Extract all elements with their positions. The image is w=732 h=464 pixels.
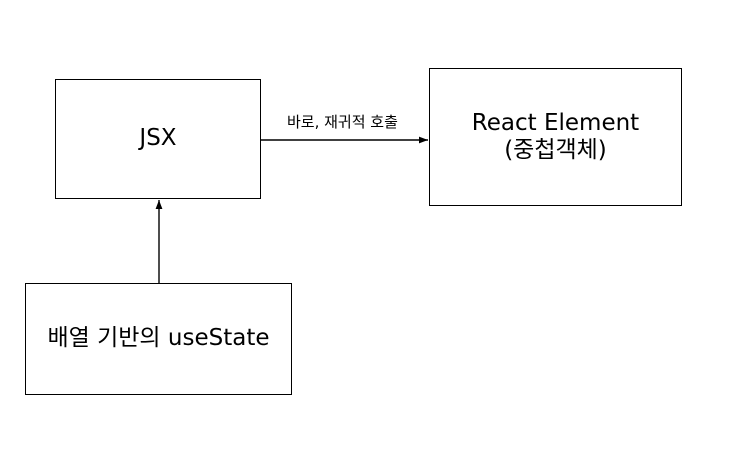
edge-label-jsx-to-react-element: 바로, 재귀적 호출 [287,113,398,131]
node-react-element-label: React Element (중첩객체) [471,109,640,163]
node-react-element[interactable]: React Element (중첩객체) [429,68,682,206]
node-usestate-label: 배열 기반의 useState [47,325,270,352]
node-usestate[interactable]: 배열 기반의 useState [25,283,292,395]
node-jsx-label: JSX [139,125,177,152]
node-jsx[interactable]: JSX [55,79,261,199]
